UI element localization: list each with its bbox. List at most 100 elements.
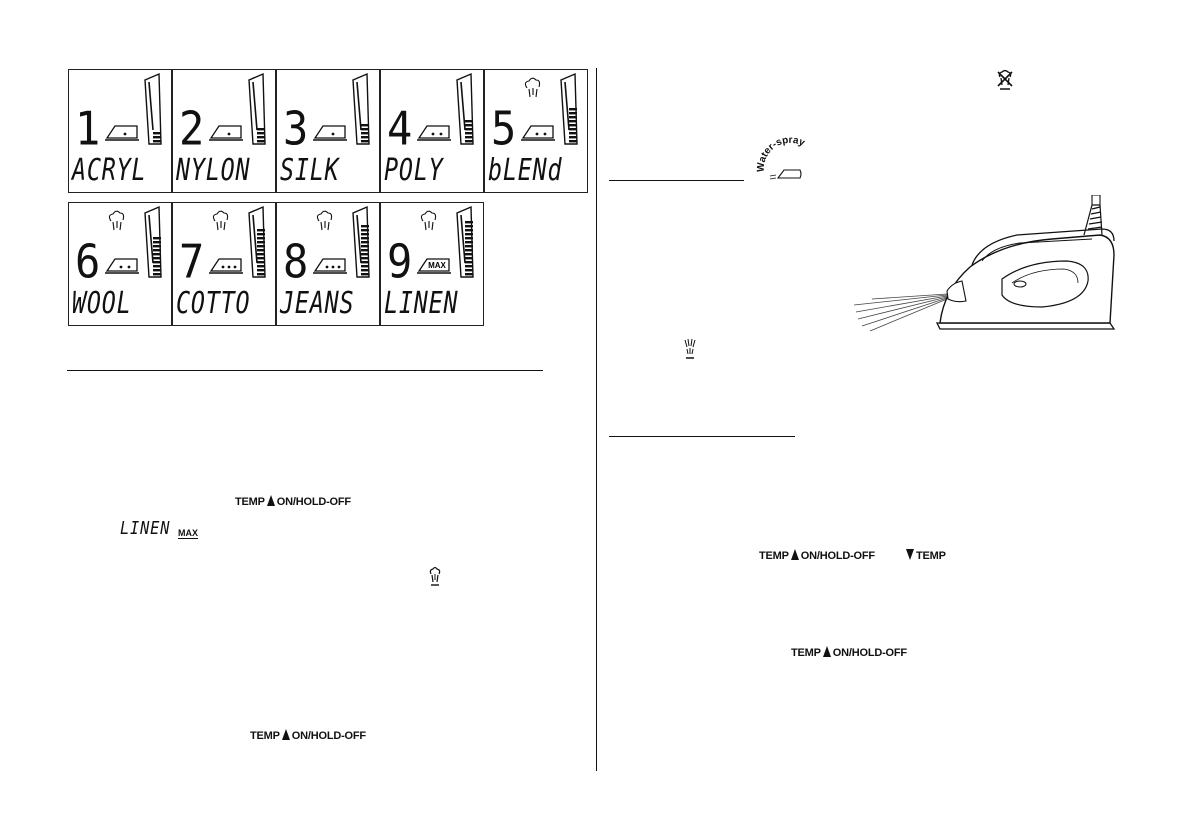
temp-level-bar [257,140,265,143]
temp-level-bar [569,116,577,119]
temp-level-bar [153,261,161,264]
temp-dot [543,132,547,136]
temp-level-bar [569,112,577,115]
iron-symbol [209,258,242,272]
temp-level-bar [569,136,577,139]
temp-dot [221,265,225,269]
temp-dot [535,132,539,136]
temp-dot [439,132,443,136]
lcd-setting-number: 1 [75,101,101,156]
anti-calc-icon [997,69,1013,90]
steam-icon [316,210,333,231]
temp-level-bar [465,225,473,228]
temp-gauge-outline [456,72,474,145]
temp-down-label: TEMP [904,549,946,562]
iron-symbol [105,258,138,272]
temp-gauge-needle [460,214,466,264]
temp-level-bar [361,229,369,232]
temp-dot [337,265,341,269]
temp-level-bar [361,128,369,131]
svg-text:Water-spray: Water-spray [756,136,807,172]
lcd-fabric-label: POLY [384,153,444,188]
temp-gauge-needle [356,214,362,264]
temp-gauge-needle [356,81,362,131]
temp-level-bar [465,249,473,252]
up-triangle-icon [281,729,290,740]
temp-dot [331,132,335,136]
temp-level-bar [153,237,161,240]
temp-dot [331,265,335,269]
temp-level-bar [465,120,473,123]
lcd-fabric-label: LINEN [384,286,459,321]
temp-level-bar [257,257,265,260]
temp-level-bar [257,136,265,139]
temp-level-bar [465,273,473,276]
temp-level-bar [361,225,369,228]
column-separator [596,68,597,771]
temp-level-bar [465,237,473,240]
temp-gauge-outline [352,72,370,145]
lcd-setting-number: 8 [283,234,309,289]
temp-gauge-outline [248,72,266,145]
temp-gauge-outline [560,72,578,145]
max-label: MAX [428,261,446,270]
right-section-rule [609,436,795,437]
temp-level-bar [465,128,473,131]
temp-level-bar [361,237,369,240]
iron-symbol [105,125,138,139]
temp-level-bar [465,132,473,135]
temp-level-bar [569,124,577,127]
lcd-fabric-label: SILK [280,153,340,188]
temp-level-bar [569,128,577,131]
temp-level-bar [153,273,161,276]
temp-level-bar [465,265,473,268]
temp-level-bar [361,269,369,272]
temp-dot [233,265,237,269]
water-spray-heading-rule [609,180,744,181]
lcd-graphics [313,205,370,278]
temp-level-bar [153,132,161,135]
inline-max-badge: MAX [178,528,198,539]
temp-level-bar [465,233,473,236]
lcd-graphics [417,72,474,145]
temp-level-bar [153,140,161,143]
temp-dot [431,132,435,136]
temp-level-bar [257,229,265,232]
lcd-setting-number: 3 [283,101,309,156]
up-triangle-icon [266,495,275,506]
temp-level-bar [153,241,161,244]
temp-level-bar [465,136,473,139]
temp-gauge-needle [252,214,258,264]
temp-level-bar [257,237,265,240]
temp-level-bar [361,257,369,260]
lcd-graphics [209,205,266,278]
spray-nozzle-icon [684,338,696,359]
lcd-graphics [521,72,578,145]
temp-level-bar [257,128,265,131]
lcd-fabric-label: NYLON [176,153,251,188]
temp-level-bar [361,265,369,268]
iron-symbol [417,125,450,139]
temp-level-bar [257,245,265,248]
temp-gauge-outline [144,72,162,145]
temp-dot [325,265,329,269]
iron-symbol [417,258,450,272]
temp-level-bar [257,265,265,268]
temp-level-bar [361,233,369,236]
lcd-setting-number: 5 [491,101,517,156]
temp-level-bar [257,261,265,264]
temp-level-bar [465,124,473,127]
lcd-fabric-label: JEANS [280,286,355,321]
temp-level-bar [569,140,577,143]
temp-gauge-outline [248,205,266,278]
temp-level-bar [153,245,161,248]
temp-dot [123,132,127,136]
temp-level-bar [465,269,473,272]
lcd-setting-number: 4 [387,101,413,156]
lcd-fabric-label: bLENd [488,153,563,188]
lcd-fabric-label: ACRYL [72,153,147,188]
